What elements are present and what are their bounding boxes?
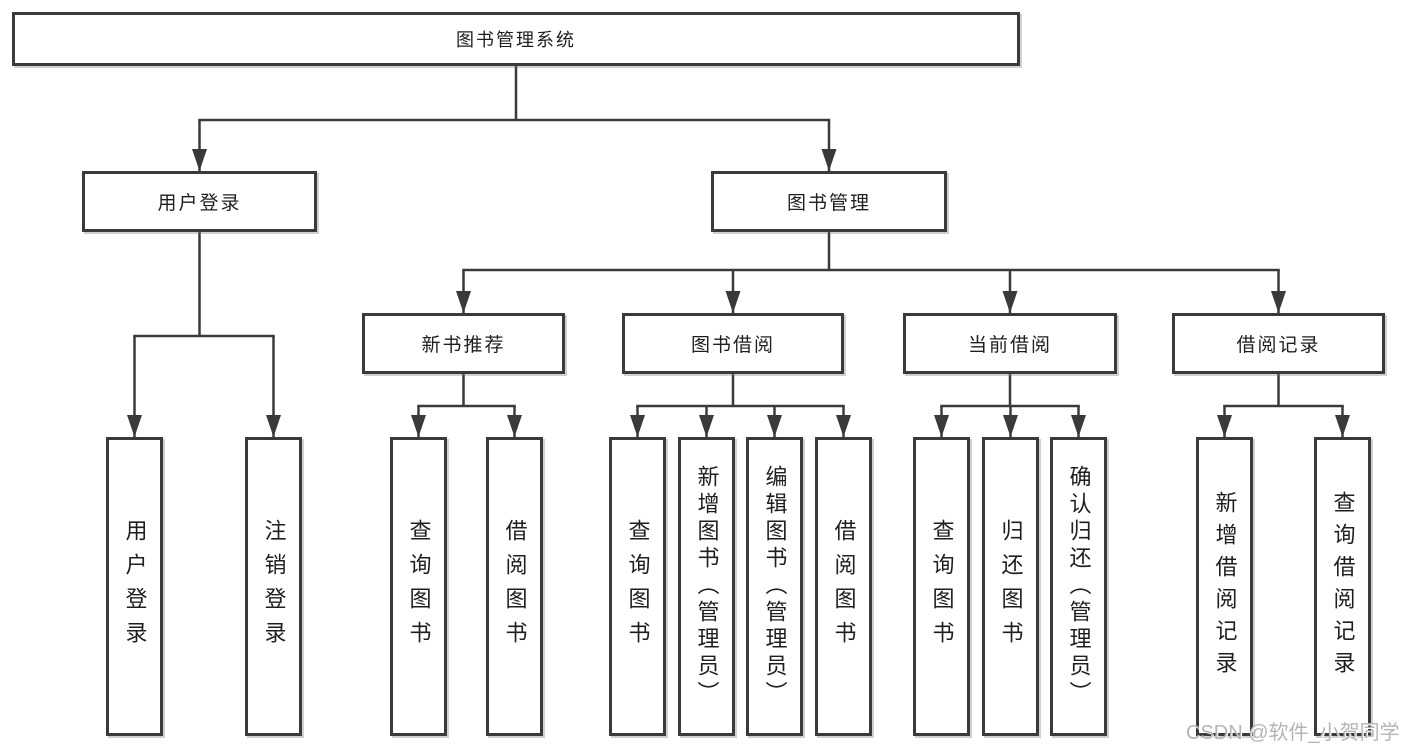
node-new-book-recommend: 新书推荐 xyxy=(362,313,565,374)
node-current-borrow-label: 当前借阅 xyxy=(967,335,1052,356)
leaf-confirm-return-admin-label: 确认归还（管理员） xyxy=(1066,465,1092,708)
leaf-query-book-3: 查询图书 xyxy=(913,437,970,736)
leaf-query-borrow-record: 查询借阅记录 xyxy=(1314,437,1371,736)
leaf-user-login: 用户登录 xyxy=(106,437,163,736)
leaf-add-borrow-record-label: 新增借阅记录 xyxy=(1212,490,1238,683)
leaf-query-book-1: 查询图书 xyxy=(390,437,447,736)
leaf-logout-label: 注销登录 xyxy=(261,518,287,655)
node-user-login: 用户登录 xyxy=(82,171,317,232)
node-user-login-label: 用户登录 xyxy=(157,193,242,214)
leaf-logout: 注销登录 xyxy=(245,437,302,736)
leaf-borrow-book-1-label: 借阅图书 xyxy=(502,518,528,655)
leaf-query-book-2: 查询图书 xyxy=(609,437,666,736)
node-book-borrow-label: 图书借阅 xyxy=(690,335,775,356)
leaf-borrow-book-1: 借阅图书 xyxy=(486,437,543,736)
leaf-add-borrow-record: 新增借阅记录 xyxy=(1196,437,1253,736)
leaf-edit-book-admin: 编辑图书（管理员） xyxy=(746,437,803,736)
csdn-watermark: CSDN @软件_小贺同学 xyxy=(1186,722,1400,744)
leaf-return-book-label: 归还图书 xyxy=(998,518,1024,655)
leaf-borrow-book-2: 借阅图书 xyxy=(815,437,872,736)
leaf-add-book-admin-label: 新增图书（管理员） xyxy=(694,465,720,708)
node-new-book-recommend-label: 新书推荐 xyxy=(421,335,506,356)
leaf-query-book-1-label: 查询图书 xyxy=(406,518,432,655)
leaf-query-book-2-label: 查询图书 xyxy=(625,518,651,655)
leaf-confirm-return-admin: 确认归还（管理员） xyxy=(1050,437,1107,736)
node-book-borrow: 图书借阅 xyxy=(622,313,844,374)
node-borrow-record: 借阅记录 xyxy=(1172,313,1385,374)
leaf-edit-book-admin-label: 编辑图书（管理员） xyxy=(762,465,788,708)
node-borrow-record-label: 借阅记录 xyxy=(1236,335,1321,356)
leaf-query-book-3-label: 查询图书 xyxy=(929,518,955,655)
leaf-borrow-book-2-label: 借阅图书 xyxy=(831,518,857,655)
leaf-user-login-label: 用户登录 xyxy=(122,518,148,655)
node-root-label: 图书管理系统 xyxy=(456,30,576,50)
leaf-return-book: 归还图书 xyxy=(982,437,1039,736)
node-book-management-label: 图书管理 xyxy=(786,193,871,214)
node-book-management: 图书管理 xyxy=(711,171,947,232)
node-current-borrow: 当前借阅 xyxy=(903,313,1117,374)
leaf-add-book-admin: 新增图书（管理员） xyxy=(678,437,735,736)
leaf-query-borrow-record-label: 查询借阅记录 xyxy=(1330,490,1356,683)
node-root: 图书管理系统 xyxy=(12,12,1020,66)
